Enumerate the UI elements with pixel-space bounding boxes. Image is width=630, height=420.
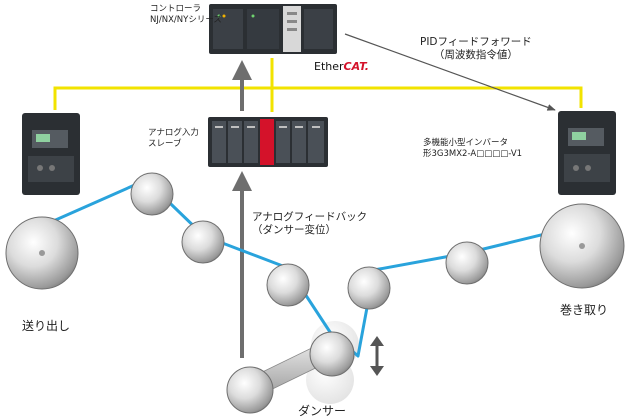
dancer-label: ダンサー [298, 404, 347, 418]
inverter-label: 多機能小型インバータ 形3G3MX2-A□□□□-V1 [423, 138, 522, 159]
ethercat-logo-suffix: CAT. [343, 60, 369, 73]
analog-feedback-label-line2: （ダンサー変位） [252, 224, 336, 237]
pid-feedforward-arrow [344, 33, 556, 111]
controller-label-line1: コントローラ [150, 4, 202, 14]
pid-label: PIDフィードフォワード （周波数指令値） [420, 36, 532, 62]
rewind-label: 巻き取り [560, 303, 609, 317]
rewind-roll [539, 203, 625, 289]
controller-label-line2: NJ/NX/NYシリーズ [150, 14, 222, 25]
unwind-roll [5, 216, 79, 290]
inverter-label-line2: 形3G3MX2-A□□□□-V1 [423, 148, 523, 159]
guide-roller-3 [266, 263, 310, 307]
ethercat-network-line [53, 58, 583, 112]
analog-feedback-label-line1: アナログフィードバック [252, 211, 368, 223]
web-path [41, 178, 583, 358]
ethercat-logo-prefix: Ether [314, 60, 344, 73]
guide-roller-4 [347, 266, 391, 310]
guide-roller-5 [445, 241, 489, 285]
dancer-roller [309, 331, 355, 377]
analog-slave-label-line2: スレーブ [148, 138, 182, 149]
pid-label-line2: （周波数指令値） [433, 49, 518, 62]
ethercat-logo: EtherCAT. [314, 60, 369, 73]
controller-label: コントローラ NJ/NX/NYシリーズ [150, 4, 222, 25]
guide-rollers [130, 172, 489, 414]
analog-slave-label: アナログ入力 スレーブ [148, 128, 199, 149]
inverter-device-right [558, 111, 616, 195]
analog-feedback-label: アナログフィードバック （ダンサー変位） [252, 211, 367, 237]
up-down-arrow-icon [370, 336, 384, 376]
guide-roller-2 [181, 220, 225, 264]
inverter-label-line1: 多機能小型インバータ [423, 138, 509, 148]
inverter-device-left [22, 113, 80, 195]
unwind-label: 送り出し [22, 319, 71, 333]
pid-label-line1: PIDフィードフォワード [420, 36, 532, 48]
controller-device [209, 4, 337, 54]
guide-roller-1 [130, 172, 174, 216]
analog-input-slave-device [208, 117, 328, 167]
analog-slave-label-line1: アナログ入力 [148, 128, 199, 138]
dancer-pivot-roller [226, 366, 274, 414]
